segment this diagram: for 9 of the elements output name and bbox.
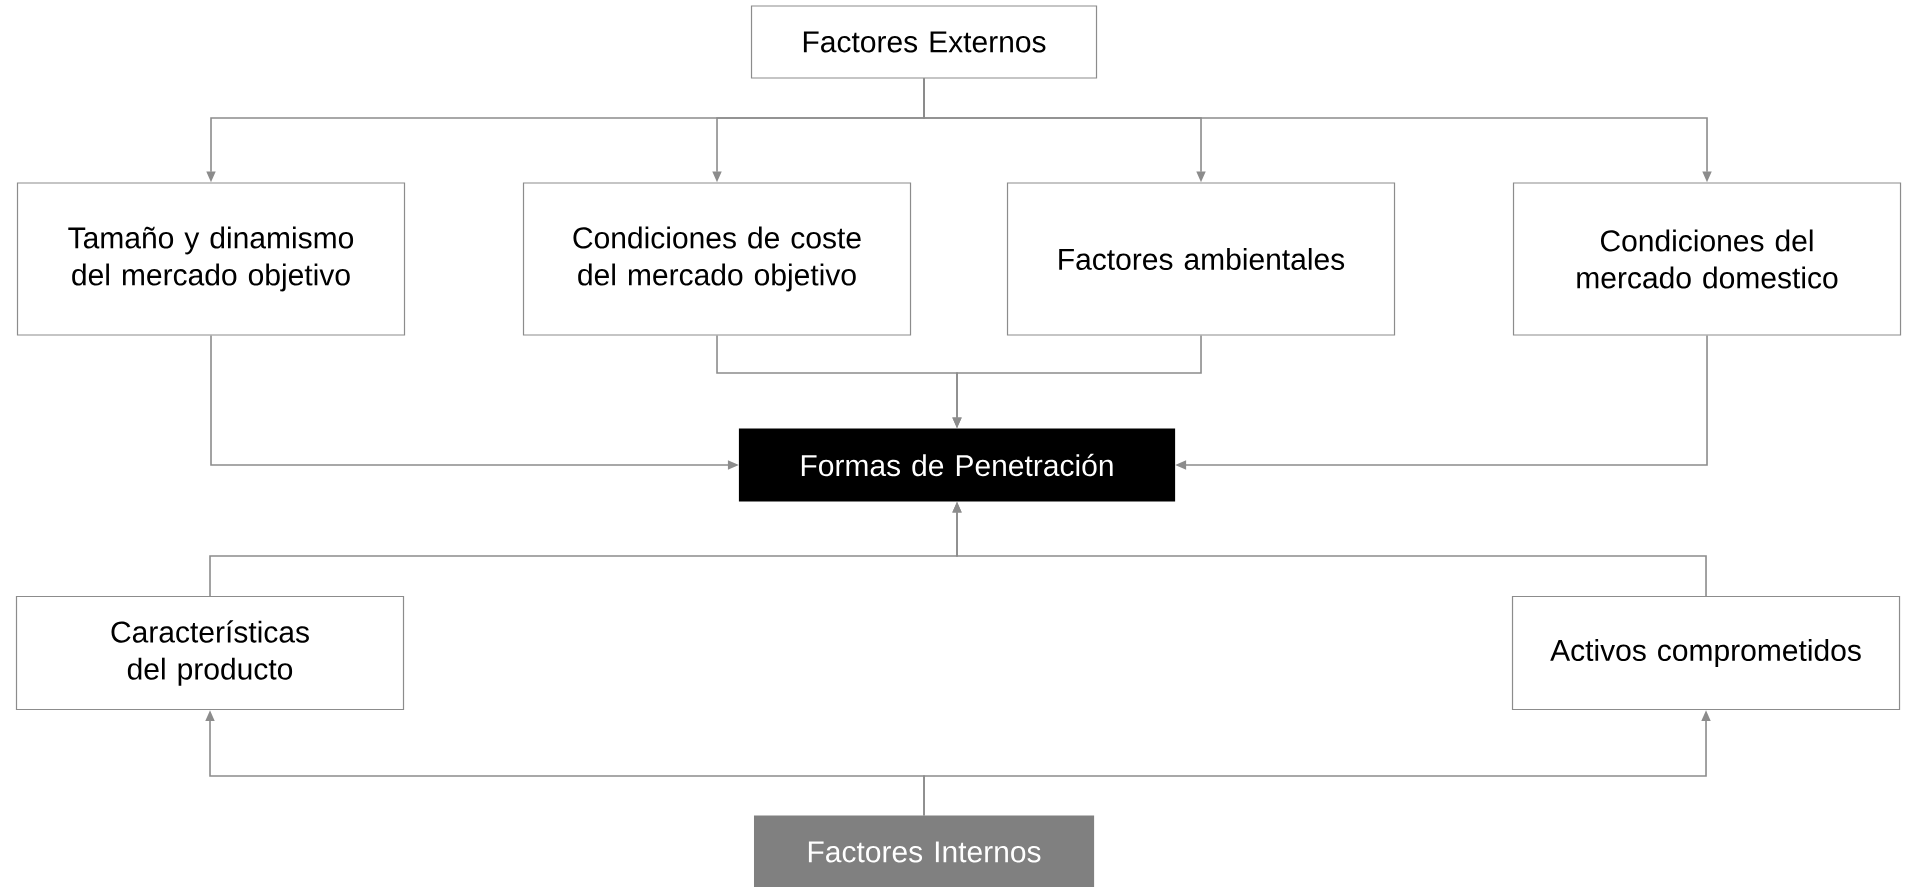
- process-box: Condiciones del mercado domestico: [1512, 182, 1902, 336]
- process-box: Condiciones de coste del mercado objetivo: [522, 182, 912, 336]
- header-box: Factores Internos: [753, 815, 1095, 887]
- process-box: Características del producto: [15, 595, 405, 711]
- result-box: Formas de Penetración: [738, 428, 1176, 502]
- process-box: Factores ambientales: [1006, 182, 1396, 336]
- process-box: Tamaño y dinamismo del mercado objetivo: [16, 182, 406, 336]
- process-box: Activos comprometidos: [1511, 595, 1901, 711]
- header-box: Factores Externos: [750, 5, 1098, 79]
